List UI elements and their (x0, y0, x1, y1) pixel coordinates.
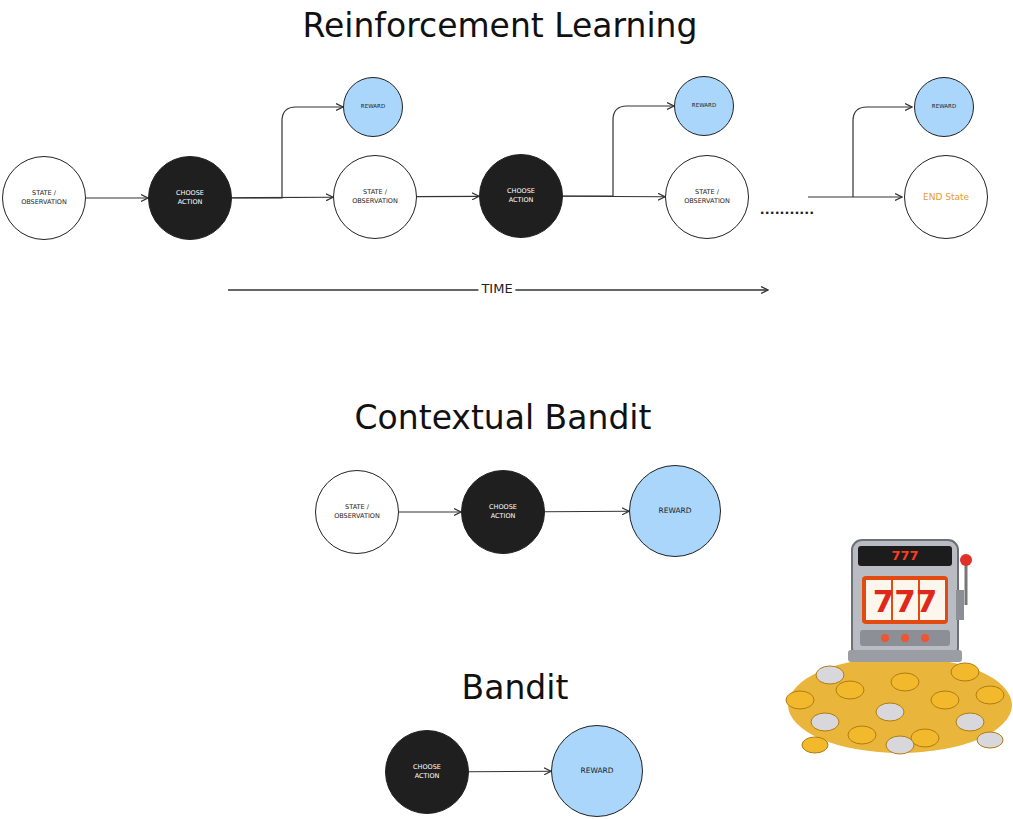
action-circle: CHOOSE ACTION (479, 154, 563, 238)
slot-reel-text: 777 (873, 583, 938, 619)
node-text: END State (923, 191, 969, 203)
node-text: REWARD (580, 766, 613, 776)
action-circle: CHOOSE ACTION (461, 470, 545, 554)
reward-circle: REWARD (343, 77, 403, 137)
state-circle: STATE / OBSERVATION (665, 155, 749, 239)
reward-circle: REWARD (629, 465, 721, 557)
node-text: STATE / OBSERVATION (331, 503, 383, 521)
flow-arrow (563, 106, 674, 196)
node-text: STATE / OBSERVATION (349, 188, 401, 206)
flow-arrow (545, 511, 629, 513)
flow-arrow (469, 771, 551, 773)
axis-label: TIME (478, 281, 515, 296)
section-title: Bandit (462, 668, 569, 707)
node-text: STATE / OBSERVATION (681, 188, 733, 206)
reward-circle: REWARD (674, 76, 734, 136)
section-title: Contextual Bandit (355, 398, 652, 437)
reward-circle: REWARD (551, 725, 643, 817)
slot-machine-illustration (786, 540, 1012, 754)
action-circle: CHOOSE ACTION (148, 156, 232, 240)
slot-reel-text: 777 (891, 548, 918, 563)
node-text: STATE / OBSERVATION (18, 189, 70, 207)
node-text: CHOOSE ACTION (164, 189, 216, 207)
flow-arrow (232, 107, 343, 198)
reward-branch (853, 107, 912, 197)
state-circle: STATE / OBSERVATION (333, 155, 417, 239)
node-text: REWARD (692, 102, 716, 109)
node-text: REWARD (361, 103, 385, 110)
continuation-dots: ........... (760, 202, 814, 217)
flow-arrow (399, 511, 461, 512)
end-state-circle: END State (904, 155, 988, 239)
node-text: CHOOSE ACTION (401, 763, 453, 781)
reward-circle: REWARD (914, 77, 974, 137)
flow-arrow (86, 197, 148, 198)
state-circle: STATE / OBSERVATION (2, 156, 86, 240)
section-title: Reinforcement Learning (303, 6, 698, 45)
state-circle: STATE / OBSERVATION (315, 470, 399, 554)
flow-arrow (417, 196, 479, 198)
node-text: REWARD (932, 103, 956, 110)
flow-line (808, 196, 902, 197)
node-text: REWARD (658, 506, 691, 516)
action-circle: CHOOSE ACTION (385, 730, 469, 814)
node-text: CHOOSE ACTION (477, 503, 529, 521)
node-text: CHOOSE ACTION (495, 187, 547, 205)
